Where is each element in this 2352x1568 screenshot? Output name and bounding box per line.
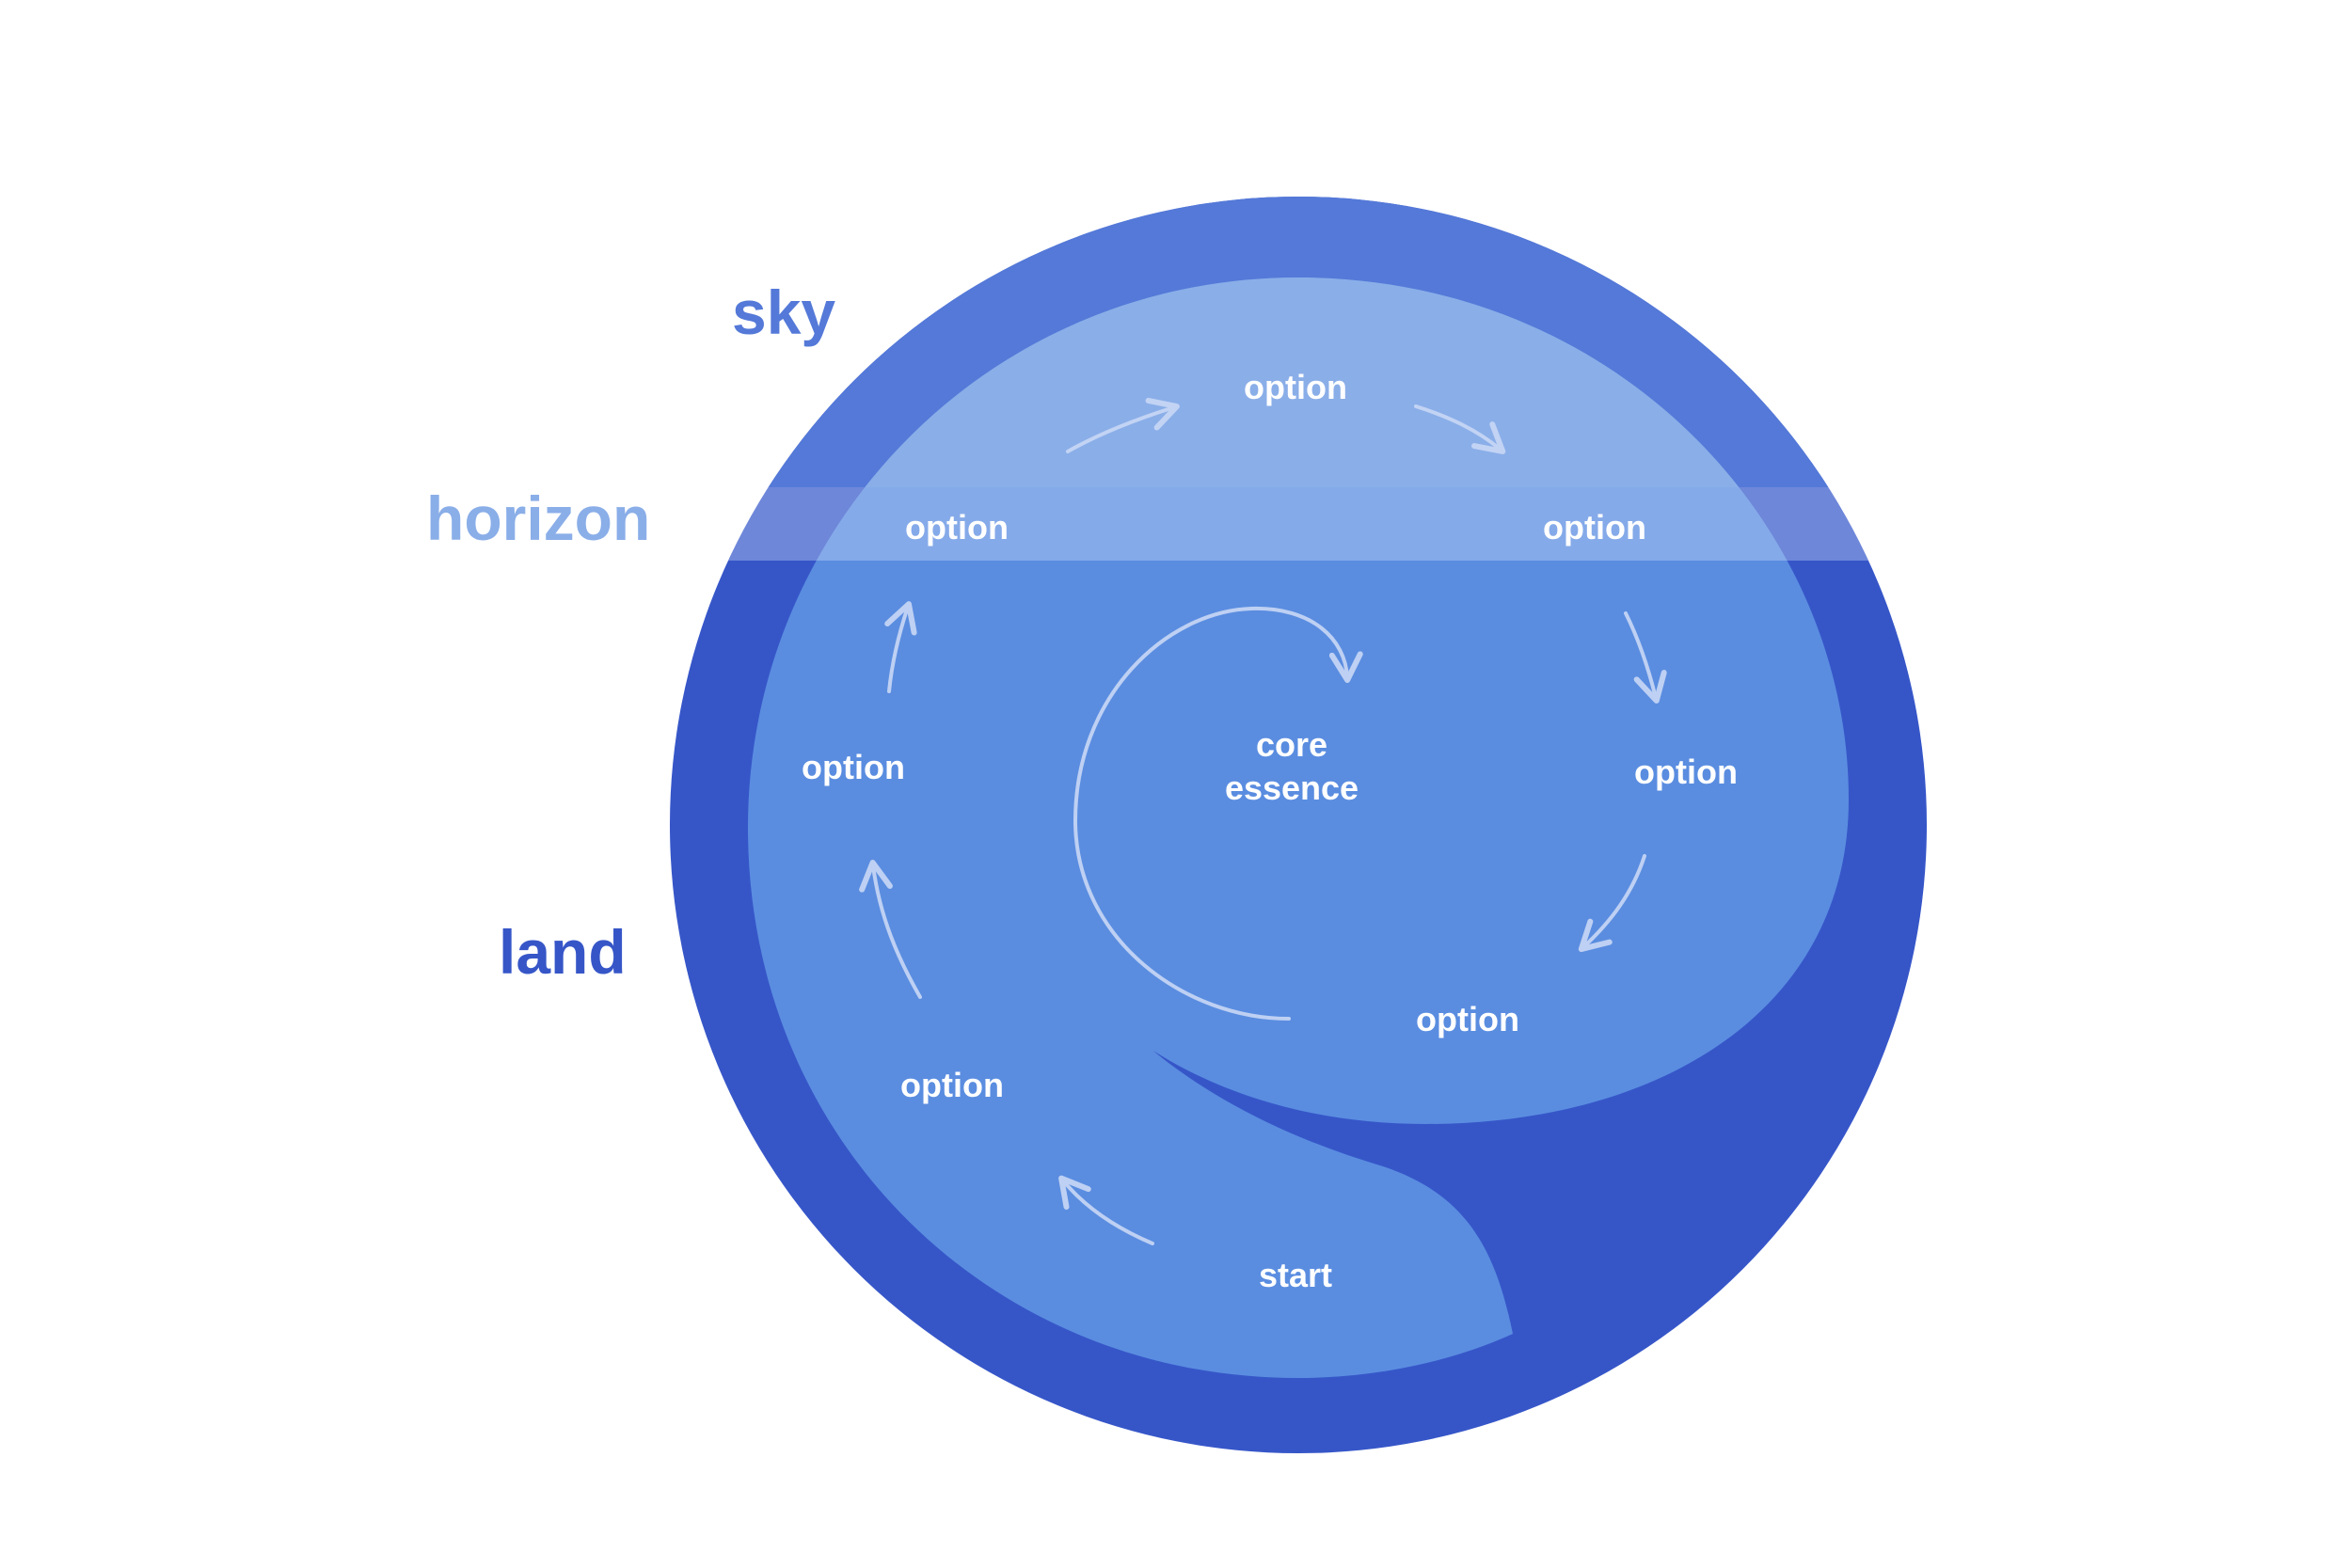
option-top-label: option <box>1244 368 1347 406</box>
option-horizon-left-label: option <box>905 508 1009 546</box>
option-left-label: option <box>802 748 905 786</box>
sky-label: sky <box>732 277 835 347</box>
option-horizon-right-label: option <box>1543 508 1646 546</box>
core-label-line2: essence <box>1225 768 1359 807</box>
horizon-band <box>0 487 2352 561</box>
option-lower-left-label: option <box>900 1066 1004 1104</box>
option-right-label: option <box>1634 752 1738 791</box>
core-label-line1: core <box>1256 725 1327 764</box>
horizon-label: horizon <box>426 483 650 553</box>
spiral-body <box>0 277 2352 1378</box>
land-label: land <box>499 917 627 987</box>
option-lower-right-label: option <box>1416 1000 1519 1038</box>
start-label: start <box>1259 1256 1332 1294</box>
